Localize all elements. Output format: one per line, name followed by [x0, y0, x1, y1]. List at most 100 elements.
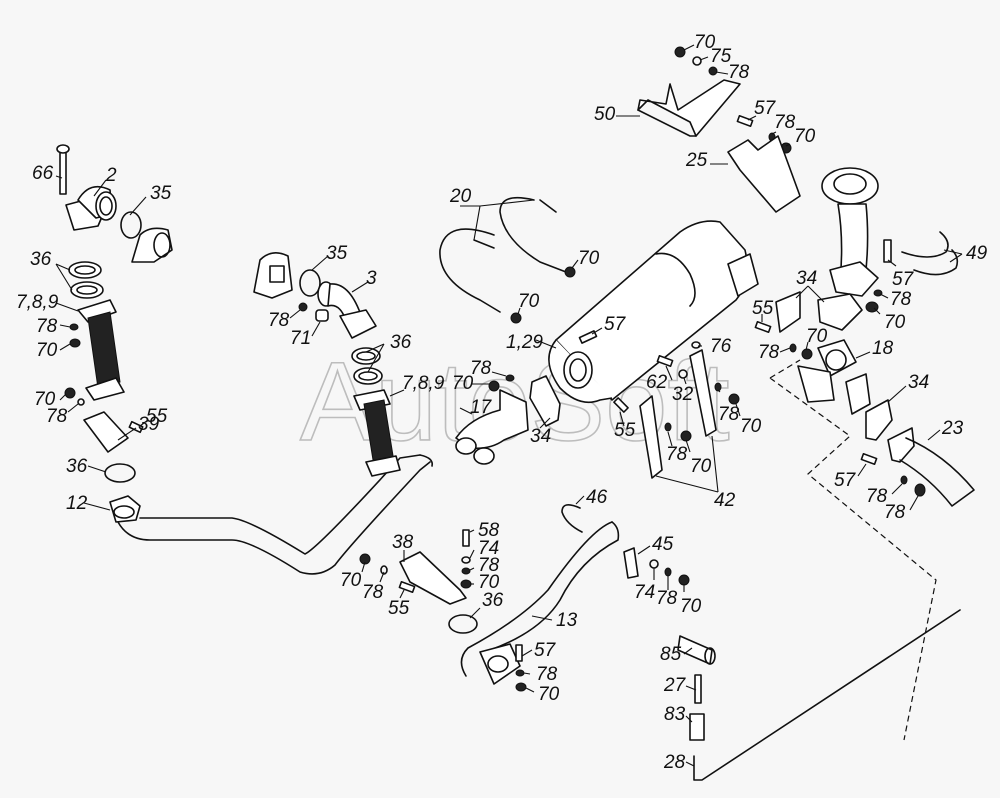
label-62: 62	[646, 372, 668, 393]
gasket-34	[775, 291, 801, 333]
brackets-42	[639, 349, 717, 479]
nut-70	[728, 393, 740, 405]
bolt-57	[736, 114, 754, 128]
label-78: 78	[666, 444, 688, 465]
bolt-62	[656, 354, 674, 368]
nut-70	[678, 574, 690, 586]
label-85: 85	[660, 644, 682, 665]
label-35: 35	[150, 183, 172, 204]
washer-78	[380, 565, 388, 575]
label-70: 70	[794, 126, 816, 147]
pipe-23	[887, 427, 975, 507]
nut-70	[674, 46, 686, 58]
nut-70	[510, 312, 522, 324]
washer-78	[664, 422, 672, 432]
label-70: 70	[690, 456, 712, 477]
label-70: 70	[884, 312, 906, 333]
tee-fitting-85	[677, 635, 716, 665]
label-27: 27	[663, 675, 687, 696]
label-55: 55	[614, 420, 636, 441]
washer-78	[714, 382, 722, 392]
label-55: 55	[388, 598, 410, 619]
label-42: 42	[714, 490, 736, 511]
label-36: 36	[390, 332, 412, 353]
label-70: 70	[694, 32, 716, 53]
washer-78	[461, 567, 471, 575]
label-34: 34	[530, 426, 551, 447]
exhaust-brake-18	[797, 339, 871, 415]
label-78: 78	[268, 310, 290, 331]
label-57: 57	[534, 640, 557, 661]
dashed-assembly-line	[769, 359, 937, 741]
label-36: 36	[30, 249, 52, 270]
washer-78	[69, 323, 79, 331]
turbo-elbow	[131, 227, 173, 263]
pipe-13	[460, 521, 620, 685]
leader-lines	[55, 44, 963, 767]
label-70: 70	[36, 340, 58, 361]
nut-70	[488, 380, 500, 392]
label-70: 70	[538, 684, 560, 705]
label-36: 36	[482, 590, 504, 611]
ring-36	[353, 367, 383, 385]
ring-36	[351, 347, 381, 365]
label-32: 32	[672, 384, 694, 405]
nut-70	[64, 387, 76, 399]
washer-78	[873, 289, 883, 297]
bracket-25	[727, 135, 801, 213]
label-39: 39	[138, 414, 160, 435]
ring-36	[70, 281, 104, 299]
label-78: 78	[884, 502, 906, 523]
bolt-55	[128, 420, 144, 434]
label-3: 3	[366, 268, 377, 289]
label-70: 70	[740, 416, 762, 437]
tube-27	[694, 674, 702, 704]
label-34: 34	[908, 372, 929, 393]
clamp-straps-20	[439, 196, 567, 313]
label-2: 2	[105, 165, 117, 186]
bolt-58	[462, 529, 470, 547]
nut-70	[69, 338, 81, 348]
bolt-66	[56, 144, 70, 195]
washer-78	[789, 343, 797, 353]
washer-75	[692, 56, 702, 66]
label-70: 70	[34, 389, 56, 410]
label-7-8-9: 7,8,9	[16, 292, 59, 313]
label-50: 50	[594, 104, 616, 125]
label-78: 78	[470, 358, 492, 379]
label-36: 36	[66, 456, 88, 477]
label-7-8-9: 7,8,9	[402, 373, 445, 394]
label-70: 70	[578, 248, 600, 269]
label-70: 70	[452, 373, 474, 394]
turbocharger-outlet	[253, 252, 293, 299]
bolt-55	[613, 397, 629, 413]
label-78: 78	[890, 289, 912, 310]
label-13: 13	[556, 610, 578, 631]
washer-78	[900, 475, 908, 485]
muffler-1-29	[548, 220, 759, 404]
washer-78	[298, 302, 308, 312]
label-17: 17	[470, 397, 493, 418]
label-78: 78	[46, 406, 68, 427]
label-25: 25	[685, 150, 708, 171]
gasket-36	[448, 614, 478, 634]
label-78: 78	[478, 555, 500, 576]
label-34: 34	[796, 268, 817, 289]
label-70: 70	[518, 291, 540, 312]
label-78: 78	[656, 588, 678, 609]
label-76: 76	[710, 336, 732, 357]
label-70: 70	[478, 572, 500, 593]
washer-74	[461, 556, 471, 564]
pipe-12	[109, 454, 434, 575]
clip-46	[561, 504, 583, 533]
label-55: 55	[146, 406, 168, 427]
bolt-57	[860, 452, 878, 466]
washer-76	[691, 341, 701, 349]
bracket-50	[637, 79, 741, 137]
label-20: 20	[449, 186, 472, 207]
label-74: 74	[634, 582, 655, 603]
label-55: 55	[752, 298, 774, 319]
label-78: 78	[536, 664, 558, 685]
label-57: 57	[892, 269, 915, 290]
